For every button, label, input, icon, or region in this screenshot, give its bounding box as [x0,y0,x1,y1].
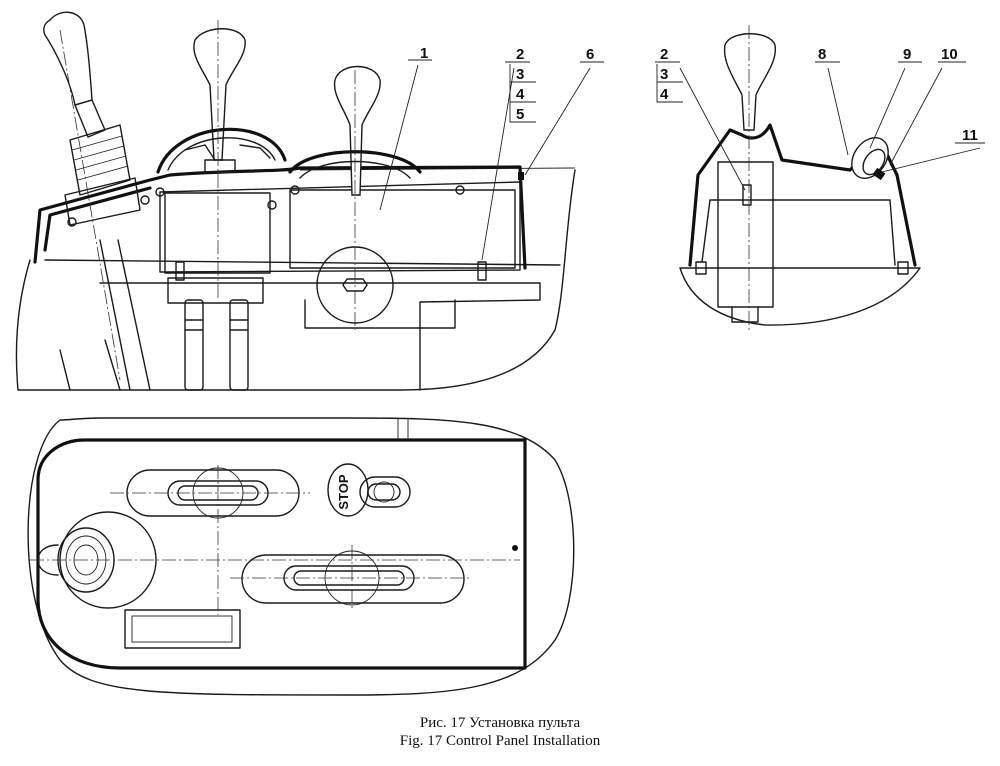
end-view [655,25,985,330]
callout-2: 2 [516,46,524,63]
stop-label: STOP [336,474,351,509]
plan-view: STOP [27,417,575,696]
joystick-base [30,511,520,609]
right-lever [288,65,422,330]
technical-drawing: 1 2 3 4 5 6 2 3 4 8 9 10 11 [15,11,985,696]
panel-cover [33,165,527,270]
side-view [15,11,604,391]
middle-lever [156,20,287,300]
hydraulic-hoses [59,239,249,391]
lever-guard [156,127,287,174]
stop-button-assembly [851,137,889,181]
stop-button-plan: STOP [327,463,411,517]
callout-10: 10 [941,46,958,63]
callout-11: 11 [962,127,978,144]
panel-plate [36,438,527,670]
callout-r3: 3 [660,66,668,83]
callout-6: 6 [586,46,594,63]
callout-r4: 4 [660,86,669,103]
callout-5: 5 [516,106,524,123]
bolts [67,172,524,281]
callout-8: 8 [818,46,826,63]
callout-r2: 2 [660,46,668,63]
joystick-lever [43,11,141,381]
callout-1: 1 [420,45,428,62]
caption-english: Fig. 17 Control Panel Installation [399,733,601,749]
end-cover [688,123,917,267]
caption-russian: Рис. 17 Установка пульта [419,715,581,731]
callout-9: 9 [903,46,911,63]
callout-3: 3 [516,66,524,83]
callout-4: 4 [516,86,525,103]
